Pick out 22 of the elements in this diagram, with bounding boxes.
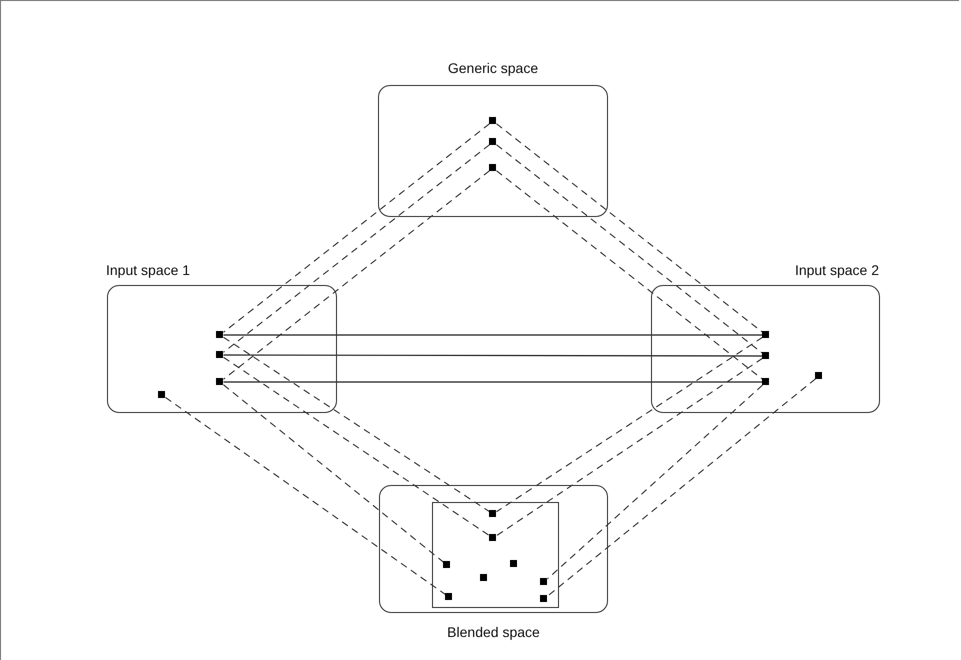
space-title: Input space 1 (106, 262, 190, 278)
dashed-connector (165, 396, 446, 596)
inner-box (432, 502, 558, 608)
dashed-connector (223, 356, 490, 536)
dashed-connector (496, 336, 763, 512)
dashed-connector (223, 123, 490, 333)
dashed-connector (496, 144, 763, 354)
dashed-connector (223, 384, 444, 563)
connector-line (224, 354, 762, 357)
dashed-connector (547, 384, 763, 580)
space-title: Input space 2 (794, 262, 879, 278)
dashed-connector (223, 144, 490, 353)
space-title: Generic space (446, 60, 540, 76)
dashed-connector (496, 170, 763, 380)
connector-line (224, 334, 762, 336)
space-title: Blended space (446, 624, 541, 640)
dashed-connector (496, 358, 763, 536)
connector-line (224, 381, 762, 383)
dashed-connector (547, 378, 816, 597)
dashed-connector (496, 123, 763, 333)
dashed-connector (223, 336, 490, 512)
dashed-connector (223, 170, 490, 380)
